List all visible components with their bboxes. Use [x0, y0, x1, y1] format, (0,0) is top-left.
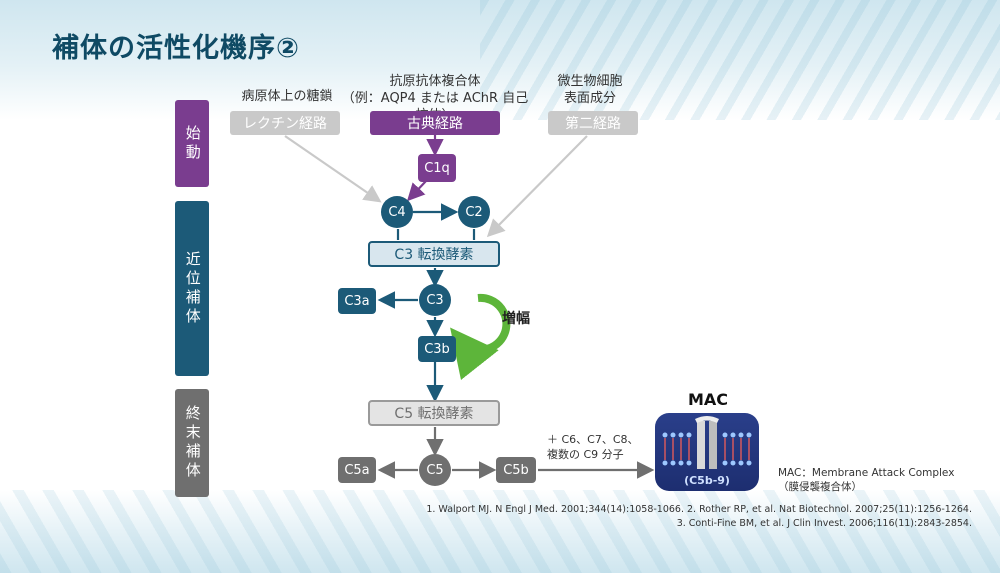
node-c1q: C1q — [418, 154, 456, 182]
amplification-loop-arrow — [450, 293, 511, 380]
mac-illustration: (C5b-9) — [655, 413, 759, 491]
stage-proximal-label: 近位補体 — [183, 250, 202, 327]
node-c3-convertase: C3 転換酵素 — [368, 241, 500, 267]
arrow-c1q-to-c4 — [406, 180, 427, 202]
node-c5a: C5a — [338, 457, 376, 483]
source-label-lectin: 病原体上の糖鎖 — [241, 89, 333, 104]
node-c2: C2 — [458, 196, 490, 228]
stage-initiation: 始動 — [175, 100, 209, 187]
header-background — [0, 0, 1000, 120]
arrow-alternative-to-c3-convertase — [486, 135, 588, 238]
node-c4: C4 — [381, 196, 413, 228]
page-title: 補体の活性化機序② — [52, 33, 300, 64]
pathway-lectin: レクチン経路 — [230, 111, 340, 135]
stage-proximal: 近位補体 — [175, 201, 209, 376]
stage-terminal: 終末補体 — [175, 389, 209, 497]
node-c5: C5 — [419, 454, 451, 486]
membrane-pore-icon — [662, 416, 752, 469]
references: 1. Walport MJ. N Engl J Med. 2001;344(14… — [426, 504, 972, 529]
node-c5b: C5b — [496, 457, 536, 483]
stage-terminal-label: 終末補体 — [183, 405, 202, 481]
stage-initiation-label: 始動 — [183, 124, 202, 163]
source-label-alternative: 微生物細胞 表面成分 — [557, 74, 623, 106]
node-c5-convertase: C5 転換酵素 — [368, 400, 500, 426]
footer-background — [0, 490, 1000, 573]
arrow-lectin-to-c4 — [284, 135, 382, 203]
mac-definition: MAC：Membrane Attack Complex （膜侵襲複合体） — [778, 467, 955, 494]
mac-label: (C5b-9) — [684, 474, 730, 487]
node-c3b: C3b — [418, 336, 456, 362]
source-label-classical: 抗原抗体複合体 （例：AQP4 または AChR 自己抗体） — [341, 74, 529, 123]
terminal-components-note: ＋ C6、C7、C8、 複数の C9 分子 — [547, 433, 639, 461]
node-c3a: C3a — [338, 288, 376, 314]
amplification-label: 増幅 — [502, 311, 530, 327]
mac-title: MAC — [688, 390, 729, 409]
pathway-classical: 古典経路 — [370, 111, 500, 135]
pathway-alternative: 第二経路 — [548, 111, 638, 135]
node-c3: C3 — [419, 284, 451, 316]
